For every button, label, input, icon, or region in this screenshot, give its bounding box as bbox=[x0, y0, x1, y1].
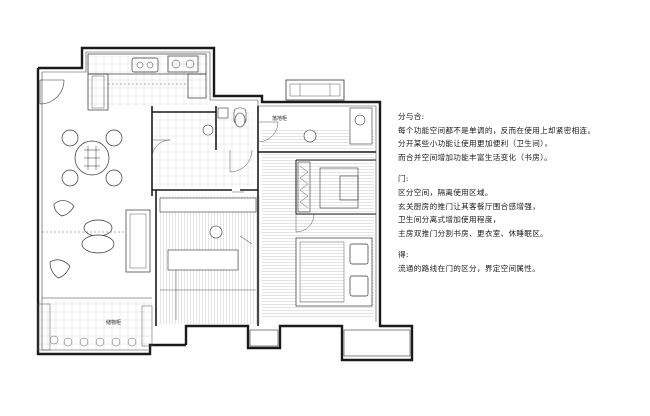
dressing-room bbox=[297, 161, 359, 213]
section1-line: 每个功能空间都不是单调的，反而在使用上却紧密相连。 bbox=[398, 125, 596, 135]
balcony-top bbox=[285, 79, 345, 101]
planters bbox=[37, 303, 153, 351]
section2-line: 卫生间分离式增加使用程度， bbox=[398, 215, 501, 225]
section2-line: 区分空间，隔离使用区域。 bbox=[398, 187, 493, 197]
section1-line: 而合并空间增加功能丰富生活变化（书房）。 bbox=[398, 152, 553, 162]
master-bed bbox=[295, 237, 373, 307]
interior-walls bbox=[151, 106, 376, 326]
bathroom-fixtures bbox=[202, 107, 373, 145]
living-room bbox=[42, 200, 152, 299]
section3-line: 流通的路线在门的区分，界定空间属性。 bbox=[398, 263, 541, 273]
bathroom-label: 落地柜 bbox=[272, 115, 287, 122]
section3-title: 得: bbox=[398, 250, 409, 260]
section1-line: 分开某些小功能让使用更加便利（卫生间）， bbox=[398, 139, 553, 149]
section2-line: 玄关厨房的推门让其客餐厅围合感增强， bbox=[398, 201, 541, 211]
storage-label: 储物柜 bbox=[106, 319, 121, 326]
kitchen bbox=[87, 53, 207, 111]
balcony-bottom bbox=[249, 329, 411, 357]
dining-set bbox=[61, 129, 123, 187]
section2-title: 门: bbox=[398, 174, 409, 184]
doors bbox=[151, 121, 315, 233]
study-room bbox=[159, 197, 257, 320]
section1-title: 分与合: bbox=[398, 112, 425, 121]
entrance-door bbox=[39, 79, 65, 105]
section2-line: 主房双推门分割书房、更衣室、休睡眠区。 bbox=[398, 228, 548, 238]
design-notes: 分与合: 每个功能空间都不是单调的，反而在使用上却紧密相连。 分开某些小功能让使… bbox=[398, 110, 638, 276]
